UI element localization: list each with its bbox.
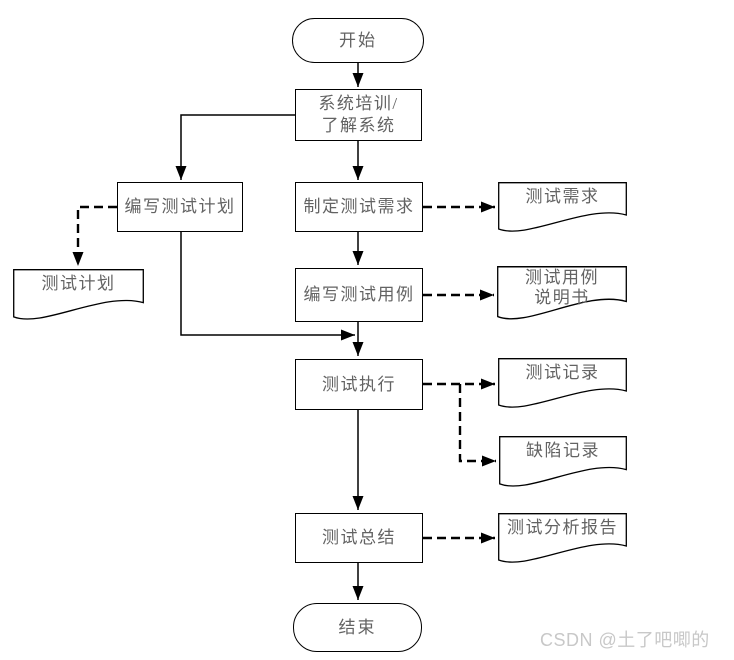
node-define-test-requirements-label: 制定测试需求 — [303, 197, 415, 216]
node-doc-defect-record-label: 缺陷记录 — [526, 441, 600, 460]
node-system-training: 系统培训/ 了解系统 — [295, 89, 422, 141]
document-shape-icon — [498, 358, 627, 408]
node-doc-test-plan: 测试计划 — [13, 269, 144, 323]
csdn-watermark: CSDN @土了吧唧的 — [540, 630, 710, 650]
node-start-terminator: 开始 — [292, 18, 424, 63]
node-write-test-cases: 编写测试用例 — [295, 268, 423, 322]
node-doc-test-record-label: 测试记录 — [525, 363, 600, 382]
node-doc-test-analysis-report-label: 测试分析报告 — [507, 518, 618, 537]
node-doc-test-analysis-report: 测试分析报告 — [498, 513, 627, 566]
node-doc-test-record: 测试记录 — [498, 358, 627, 411]
node-define-test-requirements: 制定测试需求 — [295, 182, 423, 232]
node-test-execution-label: 测试执行 — [322, 374, 396, 394]
node-doc-test-case-spec-label: 测试用例 说明书 — [525, 268, 599, 307]
document-shape-icon — [498, 513, 627, 563]
node-doc-test-plan-label: 测试计划 — [41, 274, 116, 293]
node-write-test-plan-label: 编写测试计划 — [124, 197, 236, 216]
node-write-test-cases-label: 编写测试用例 — [303, 285, 415, 304]
edge-exec-doc-defect — [458, 384, 496, 467]
document-shape-icon — [499, 436, 627, 487]
node-test-summary: 测试总结 — [295, 513, 423, 563]
node-start-label: 开始 — [339, 30, 377, 50]
node-end-terminator: 结束 — [293, 603, 422, 652]
node-doc-test-case-spec: 测试用例 说明书 — [497, 266, 627, 323]
node-system-training-label: 系统培训/ 了解系统 — [318, 94, 399, 135]
node-doc-test-requirements: 测试需求 — [498, 182, 627, 235]
node-doc-defect-record: 缺陷记录 — [499, 436, 627, 490]
node-write-test-plan: 编写测试计划 — [117, 182, 243, 232]
document-shape-icon — [497, 266, 627, 320]
document-shape-icon — [13, 269, 144, 320]
edge-write-plan-doc-plan — [72, 205, 117, 266]
node-doc-test-requirements-label: 测试需求 — [525, 187, 600, 206]
node-test-execution: 测试执行 — [295, 359, 423, 410]
edge-training-write-plan — [175, 114, 295, 180]
node-end-label: 结束 — [338, 617, 377, 637]
document-shape-icon — [498, 182, 627, 232]
node-test-summary-label: 测试总结 — [322, 528, 396, 547]
